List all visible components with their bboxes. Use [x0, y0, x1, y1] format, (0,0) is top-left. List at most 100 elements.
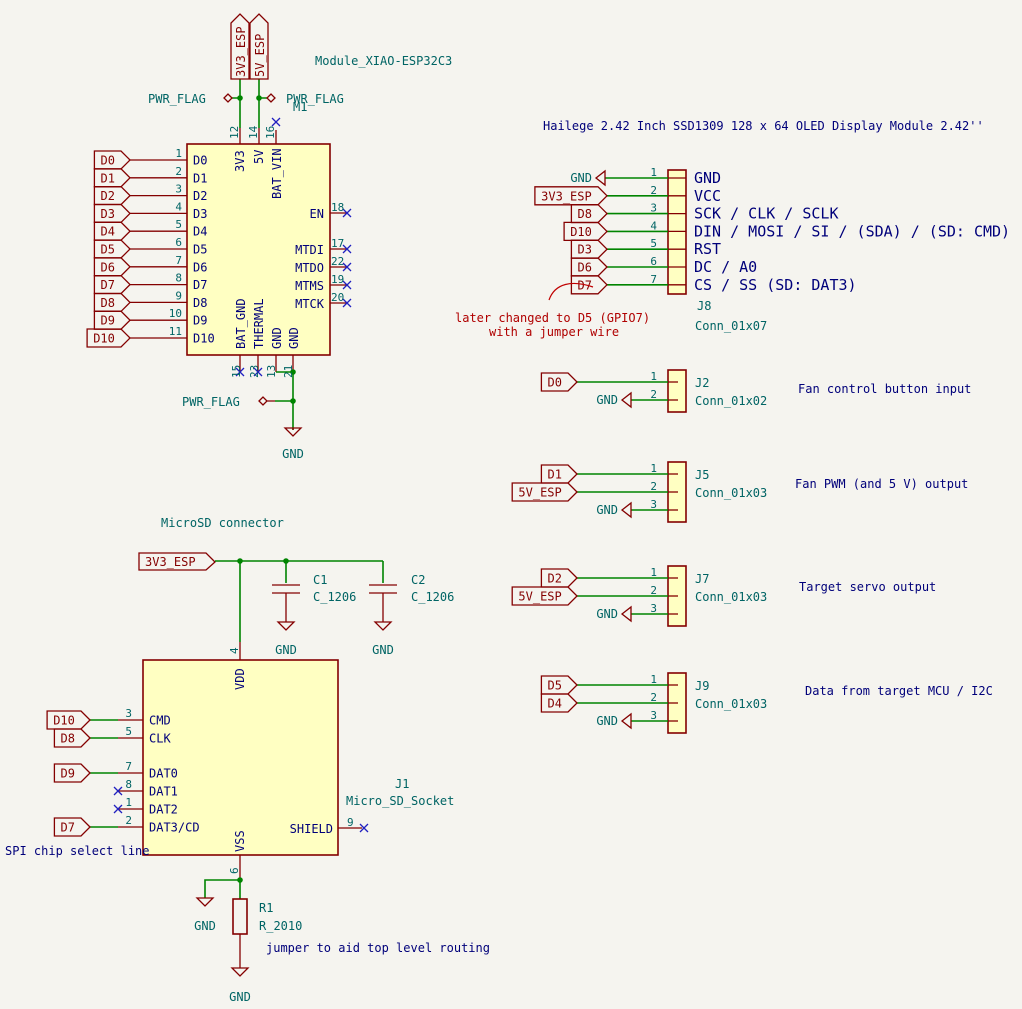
j1-pin-number: 7 — [125, 760, 132, 773]
pin-number: 3 — [650, 602, 657, 615]
m1-pin-number: 10 — [169, 307, 182, 320]
net-label-j8-d10-text: D10 — [570, 225, 592, 239]
net-label-d9-text: D9 — [100, 314, 114, 328]
net-label-j1-d7: D7 — [53, 817, 91, 837]
net-label-j7-d2: D2 — [540, 568, 578, 588]
svg-text:18: 18 — [331, 201, 344, 214]
svg-text:VSS: VSS — [233, 830, 247, 852]
net-label-j8-d10: D10 — [563, 221, 608, 242]
oled-connector-j8[interactable]: Hailege 2.42 Inch SSD1309 128 x 64 OLED … — [455, 119, 1010, 339]
svg-text:14: 14 — [247, 125, 260, 139]
microsd-title: MicroSD connector — [161, 516, 284, 530]
pwr-flag-label-gnd: PWR_FLAG — [182, 395, 240, 409]
connector-ref: J9 — [695, 679, 709, 693]
net-label-j1-d9: D9 — [53, 763, 91, 783]
svg-text:GND: GND — [570, 171, 592, 185]
m1-pin-number: 6 — [175, 236, 182, 249]
net-label-j1-d9-text: D9 — [60, 767, 74, 781]
gnd-symbol-j9: GND — [596, 712, 632, 730]
m1-pin-name: D0 — [193, 154, 207, 168]
v33-esp-label-sd: 3V3_ESP — [138, 552, 216, 571]
net-label-d6: D6 — [93, 257, 131, 277]
svg-text:GND: GND — [282, 447, 304, 461]
net-label-j1-d7-text: D7 — [60, 821, 74, 835]
capacitor-c2[interactable]: GND C2 C_1206 — [369, 573, 454, 657]
net-label-j7-5v_esp: 5V_ESP — [511, 586, 578, 606]
net-label-d5: D5 — [93, 239, 131, 259]
svg-text:GND: GND — [270, 327, 284, 349]
m1-pin-name: D1 — [193, 171, 207, 185]
net-label-d9: D9 — [93, 310, 131, 330]
j8-value: Conn_01x07 — [695, 319, 767, 333]
net-label-d2: D2 — [93, 185, 131, 206]
svg-text:23: 23 — [248, 365, 261, 378]
net-label-j9-d4-text: D4 — [547, 697, 561, 711]
m1-pin-name: D3 — [193, 207, 207, 221]
net-label-j7-5v_esp-text: 5V_ESP — [518, 590, 561, 604]
j8-pin-name: SCK / CLK / SCLK — [694, 205, 839, 223]
module-m1[interactable]: 3V3_ESP 5V_ESP PWR_FLAG PWR_FLAG M1 Modu… — [86, 13, 452, 461]
j1-pin-name: DAT3/CD — [149, 821, 200, 835]
pin-number: 2 — [650, 480, 657, 493]
svg-text:GND: GND — [596, 714, 618, 728]
m1-pin-name: D7 — [193, 278, 207, 292]
m1-pin-number: 8 — [175, 272, 182, 285]
microsd-section[interactable]: MicroSD connector 3V3_ESP GND C1 C_1206 … — [5, 516, 490, 1004]
svg-text:20: 20 — [331, 291, 344, 304]
net-label-j5-d1: D1 — [540, 464, 578, 484]
net-label-j1-d8-text: D8 — [60, 732, 74, 746]
j8-pin-number: 4 — [650, 219, 657, 232]
net-label-j8-d6-text: D6 — [577, 261, 591, 275]
net-label-j8-d7: D7 — [570, 275, 608, 295]
svg-text:GND: GND — [596, 607, 618, 621]
pin-number: 1 — [650, 370, 657, 383]
svg-text:R_2010: R_2010 — [259, 919, 302, 933]
connector-value: Conn_01x02 — [695, 394, 767, 408]
svg-text:C_1206: C_1206 — [411, 590, 454, 604]
j1-pin-name: DAT2 — [149, 803, 178, 817]
connector-value: Conn_01x03 — [695, 590, 767, 604]
net-label-j9-d4: D4 — [540, 693, 578, 713]
svg-text:MTMS: MTMS — [295, 279, 324, 293]
j8-pin-name: CS / SS (SD: DAT3) — [694, 276, 857, 294]
gnd-symbol-j2: GND — [596, 391, 632, 409]
connector-ref: J7 — [695, 572, 709, 586]
svg-text:5V: 5V — [252, 150, 266, 164]
capacitor-c1[interactable]: GND C1 C_1206 — [272, 573, 356, 657]
m1-pin-number: 3 — [175, 183, 182, 196]
svg-text:3V3_ESP: 3V3_ESP — [234, 26, 248, 77]
net-label-j1-d8: D8 — [53, 728, 91, 748]
no-connect-marker — [113, 786, 123, 796]
j1-pin-name: DAT1 — [149, 785, 178, 799]
m1-right-pins: 18 17 22 19 20 EN MTDI MTDO MTMS MTCK — [295, 201, 352, 311]
svg-text:12: 12 — [228, 126, 241, 139]
m1-pin-number: 4 — [175, 200, 182, 213]
m1-pin-number: 5 — [175, 218, 182, 231]
m1-pin-name: D6 — [193, 260, 207, 274]
svg-text:BAT_GND: BAT_GND — [234, 298, 248, 349]
gnd-symbol-m1: GND — [282, 427, 304, 461]
gnd-symbol-j5: GND — [596, 501, 632, 519]
j1-pin-number: 8 — [125, 778, 132, 791]
pwr-flag-label-left: PWR_FLAG — [148, 92, 206, 106]
svg-text:C1: C1 — [313, 573, 327, 587]
j1-pin-name: CMD — [149, 714, 171, 728]
j8-pin-number: 2 — [650, 184, 657, 197]
svg-text:GND: GND — [596, 393, 618, 407]
later-note-line-2: with a jumper wire — [489, 325, 619, 339]
svg-text:4: 4 — [228, 647, 241, 654]
j8-pin-name: DIN / MOSI / SI / (SDA) / (SD: CMD) — [694, 222, 1010, 240]
pin-number: 1 — [650, 462, 657, 475]
net-label-j1-d10-text: D10 — [53, 714, 75, 728]
svg-text:19: 19 — [331, 273, 344, 286]
svg-text:MTCK: MTCK — [295, 297, 325, 311]
svg-text:16: 16 — [264, 126, 277, 139]
net-label-d1: D1 — [93, 168, 131, 188]
svg-text:GND: GND — [229, 990, 251, 1004]
resistor-r1[interactable]: GND R1 R_2010 — [229, 898, 302, 1004]
